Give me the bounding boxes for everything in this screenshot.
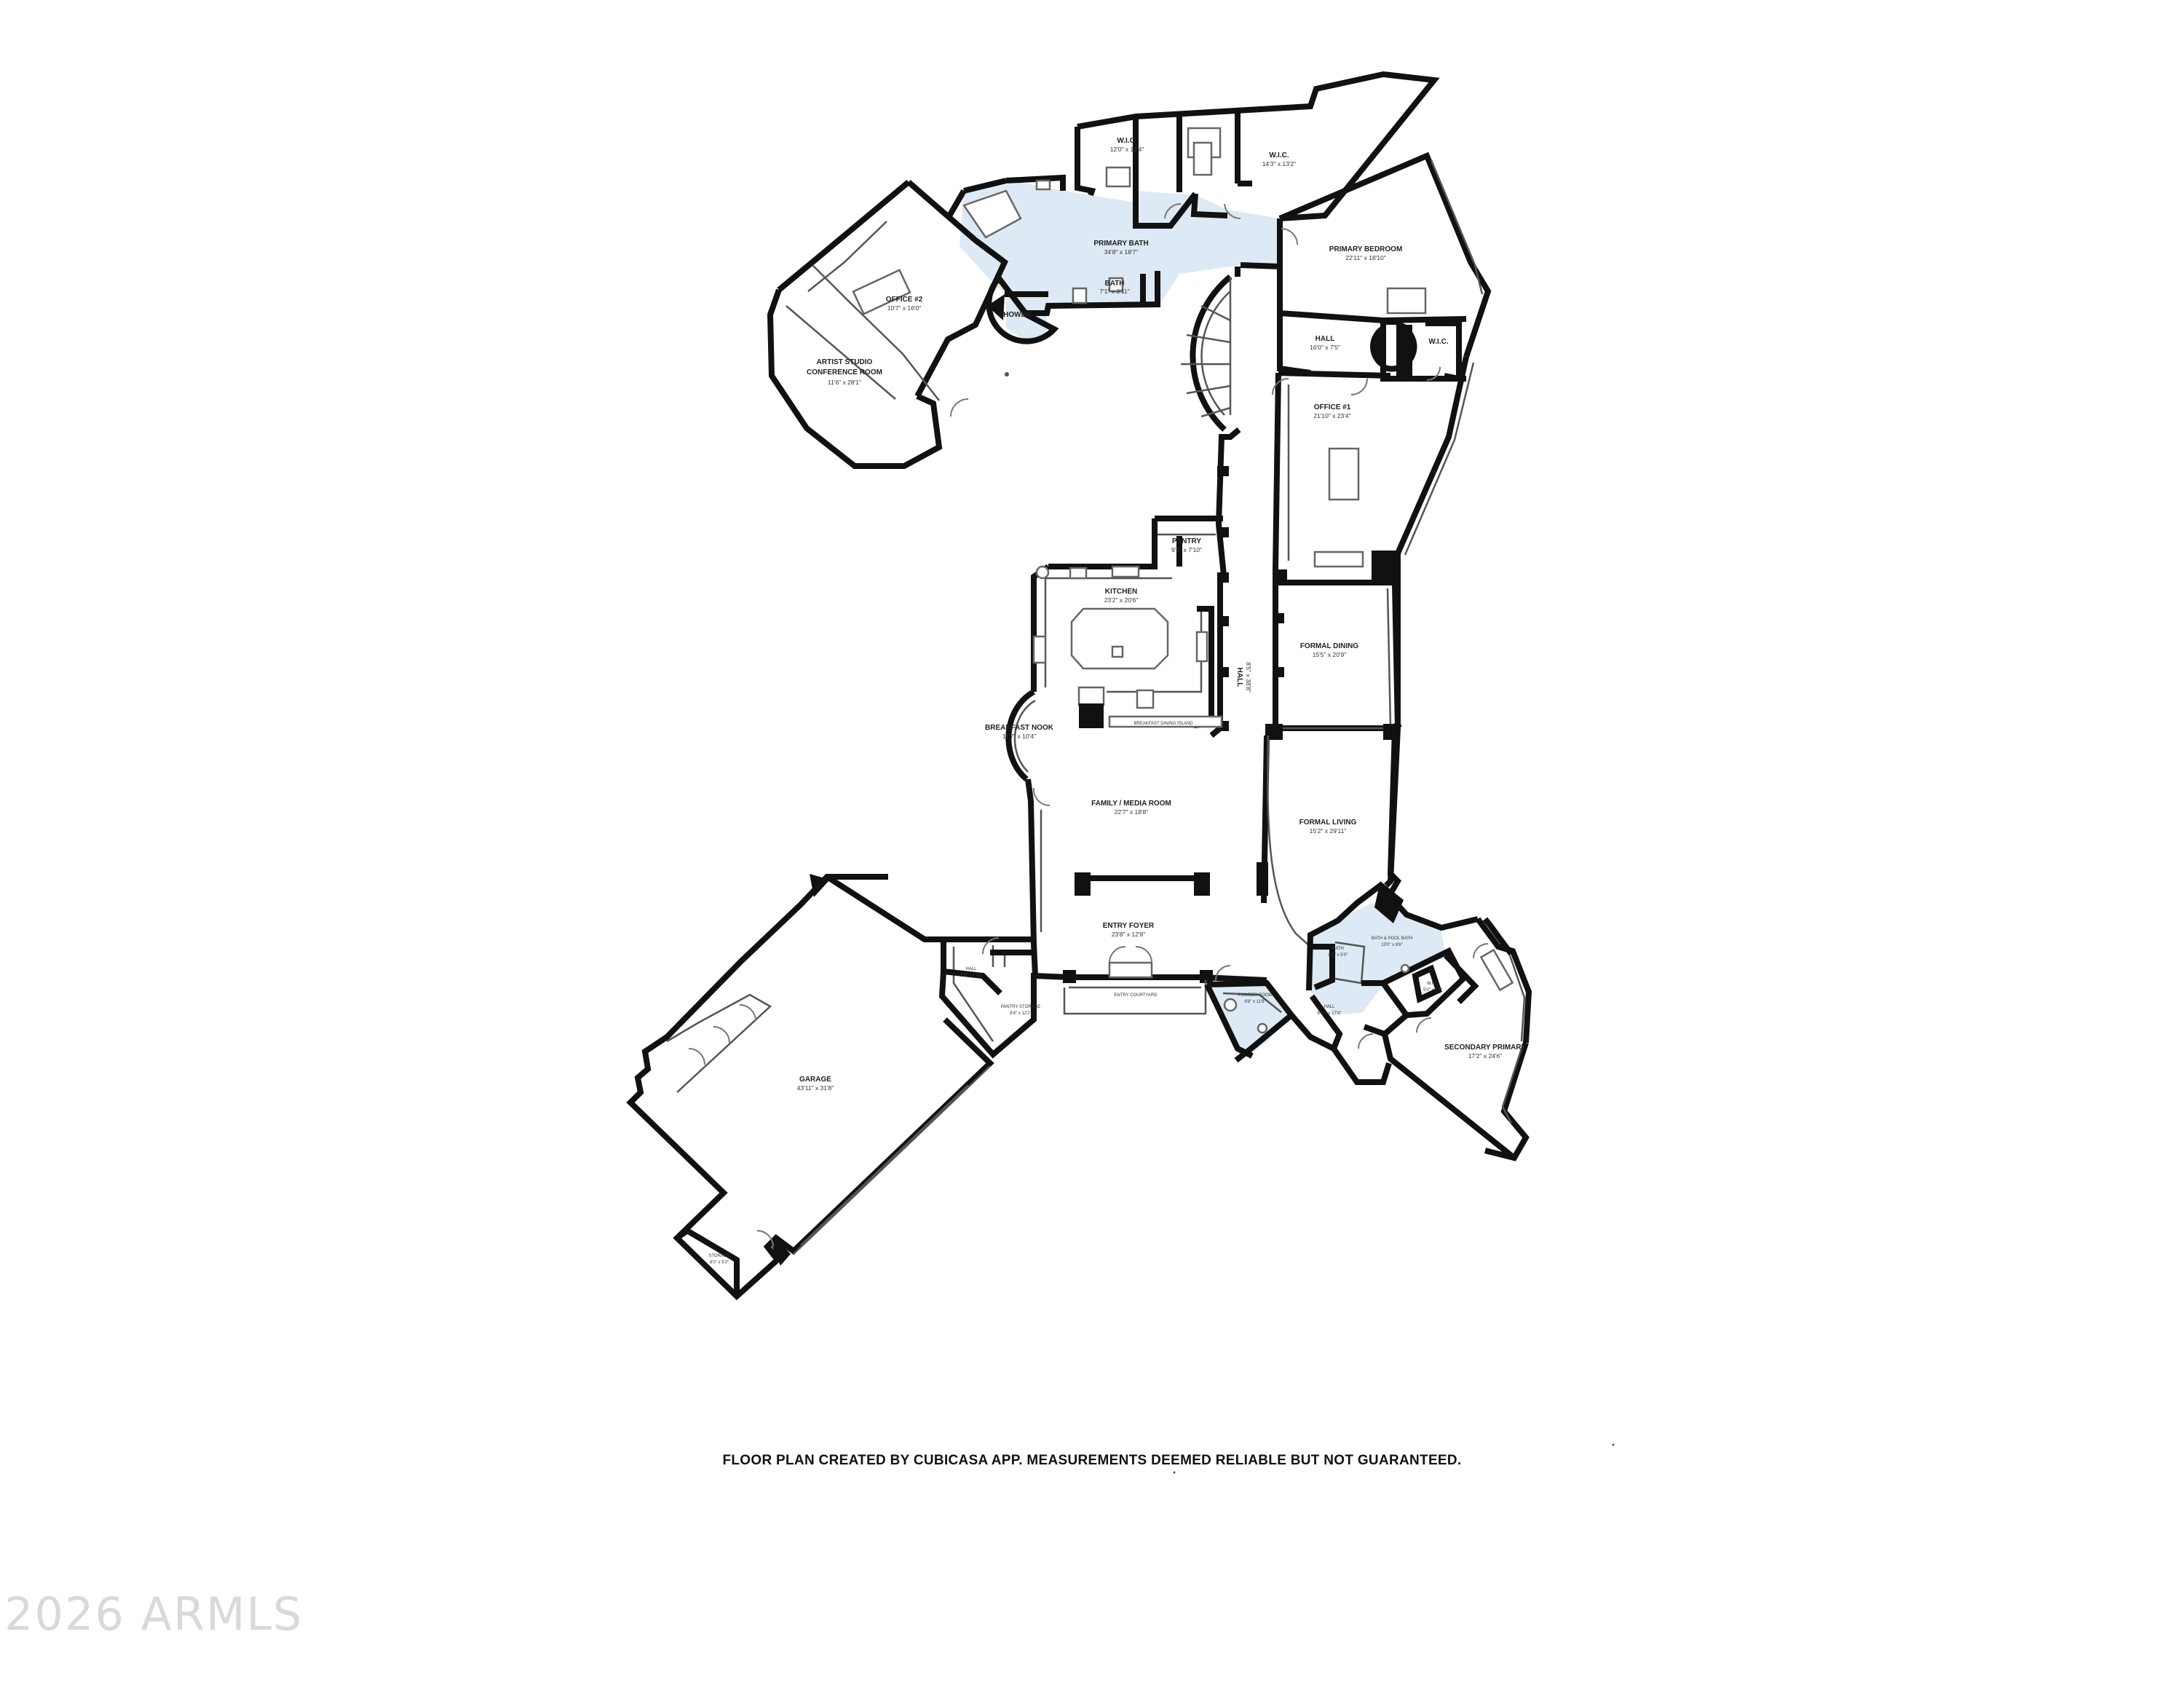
kitchen-dim: 23'2" x 20'6" — [1104, 596, 1139, 604]
breakfast-nook-label: BREAKFAST NOOK — [985, 724, 1054, 732]
hall-east-dim: 6'10" x 17'4" — [1318, 1011, 1342, 1016]
secondary-primary-walls — [1382, 917, 1532, 1162]
bath-small-dim: 7'1" x 3'11" — [1099, 288, 1129, 295]
formal-dining-living-walls — [1261, 583, 1402, 947]
bathtub — [962, 189, 1022, 239]
office-1-dim: 21'10" x 23'4" — [1313, 412, 1350, 419]
office-2-desk — [852, 269, 911, 315]
hall-vertical-label: HALL — [1235, 668, 1243, 687]
office-1-desk — [1328, 447, 1360, 501]
upper-hall-walls — [1277, 313, 1466, 382]
office-1-walls — [1273, 356, 1475, 584]
powder-room-dim: 6'8" x 11'8" — [1244, 1000, 1265, 1004]
primary-bedroom-label: PRIMARY BEDROOM — [1329, 245, 1403, 253]
office-1-label: OFFICE #1 — [1314, 403, 1351, 411]
kitchen-island — [1070, 607, 1169, 670]
hall-upper-dim: 16'0" x 7'5" — [1310, 344, 1340, 351]
hall-garage-label: HALL — [965, 967, 977, 971]
pantry-label: PANTRY — [1172, 537, 1201, 545]
family-media-dim: 22'7" x 18'8" — [1115, 808, 1149, 816]
garage-label: GARAGE — [799, 1076, 831, 1084]
hall-garage-dim: 7'8" x 4'10" — [960, 974, 982, 978]
storage-dim: 8'0" x 5'0" — [710, 1261, 729, 1265]
door-swings — [950, 202, 1489, 1049]
entry-foyer-walls — [992, 943, 1267, 1015]
floor-plan-disclaimer: FLOOR PLAN CREATED BY CUBICASA APP. MEAS… — [722, 1453, 1462, 1468]
conference-room-label: CONFERENCE ROOM — [807, 368, 882, 376]
entry-foyer-label: ENTRY FOYER — [1103, 922, 1155, 930]
artist-studio-dim: 11'6" x 28'1" — [828, 379, 861, 386]
family-media-label: FAMILY / MEDIA ROOM — [1091, 800, 1171, 808]
garage-dim: 43'11" x 31'8" — [797, 1084, 834, 1092]
breakfast-island-label: BREAKFAST DINING ISLAND — [1133, 722, 1193, 726]
bath-east-label: BATH — [1332, 947, 1344, 951]
east-bath-walls — [1204, 881, 1479, 1085]
wic-left-label: W.I.C. — [1117, 137, 1136, 145]
bath-pool-bath-label: BATH & POOL BATH — [1372, 936, 1413, 941]
hall-vertical-dim: 8'5" x 38'8" — [1245, 662, 1252, 693]
wic-right-dim: 14'3" x 13'2" — [1262, 160, 1297, 167]
primary-bedroom-dim: 22'11" x 18'10" — [1345, 254, 1385, 261]
pantry-storage-label: PANTRY STORAGE — [1001, 1005, 1041, 1009]
kitchen-walls — [1031, 516, 1223, 728]
primary-bath-dim: 34'8" x 18'7" — [1104, 248, 1139, 256]
secondary-primary-dim: 17'2" x 24'6" — [1468, 1052, 1503, 1060]
primary-bedroom-walls — [1277, 151, 1492, 368]
entry-courtyard-label: ENTRY COURTYARD — [1114, 993, 1158, 998]
formal-living-dim: 15'2" x 29'11" — [1310, 827, 1347, 835]
spiral-staircase — [1181, 274, 1233, 432]
entry-foyer-dim: 23'8" x 12'8" — [1112, 931, 1146, 938]
wic-right-label: W.I.C. — [1269, 151, 1289, 159]
shower-label: SHOWER — [999, 311, 1032, 319]
storage-label: STORAGE — [708, 1254, 729, 1258]
wic-left-dim: 12'0" x 12'4" — [1110, 146, 1144, 153]
pantry-dim: 9'3" x 7'10" — [1171, 546, 1202, 553]
wic-small-label: W.I.C. — [1428, 338, 1448, 346]
hall-upper-label: HALL — [1315, 335, 1335, 343]
bath-fixtures — [962, 127, 1222, 344]
breakfast-nook-dim: 11'7" x 10'4" — [1002, 733, 1036, 740]
formal-dining-label: FORMAL DINING — [1300, 642, 1359, 650]
secondary-primary-label: SECONDARY PRIMARY — [1444, 1044, 1526, 1052]
formal-living-label: FORMAL LIVING — [1299, 819, 1357, 827]
garage-hall-walls — [938, 941, 1037, 1059]
garage-walls — [626, 874, 994, 1301]
bath-small-label: BATH — [1104, 280, 1124, 288]
bath-pool-bath-dim: 13'0" x 8'6" — [1381, 943, 1403, 947]
room-labels: PRIMARY BATH 34'8" x 18'7" BATH 7'1" x 3… — [708, 137, 1526, 1265]
office-2-dim: 10'7" x 16'0" — [887, 304, 922, 312]
kitchen-label: KITCHEN — [1105, 588, 1137, 596]
office-2-label: OFFICE #2 — [886, 296, 923, 304]
dresser — [1386, 287, 1427, 315]
primary-bath-label: PRIMARY BATH — [1093, 240, 1148, 248]
formal-dining-dim: 15'5" x 20'9" — [1313, 651, 1347, 658]
artist-studio-label: ARTIST STUDIO — [817, 358, 873, 366]
copyright-watermark: 2026 ARMLS — [4, 1588, 304, 1641]
pantry-storage-dim: 8'4" x 12'2" — [1010, 1011, 1032, 1016]
hall-east-label: HALL — [1324, 1005, 1335, 1009]
breakfast-family-walls — [825, 689, 1268, 944]
bath-east-dim: 8'0" x 5'0" — [1329, 953, 1348, 958]
central-hall-walls — [1209, 267, 1401, 738]
wic-east-label: W.I.C. — [1427, 982, 1439, 986]
powder-room-label: POWDER ROOM — [1238, 993, 1272, 998]
wic-east-dim: 5'0" x 6'7" — [1423, 988, 1442, 993]
